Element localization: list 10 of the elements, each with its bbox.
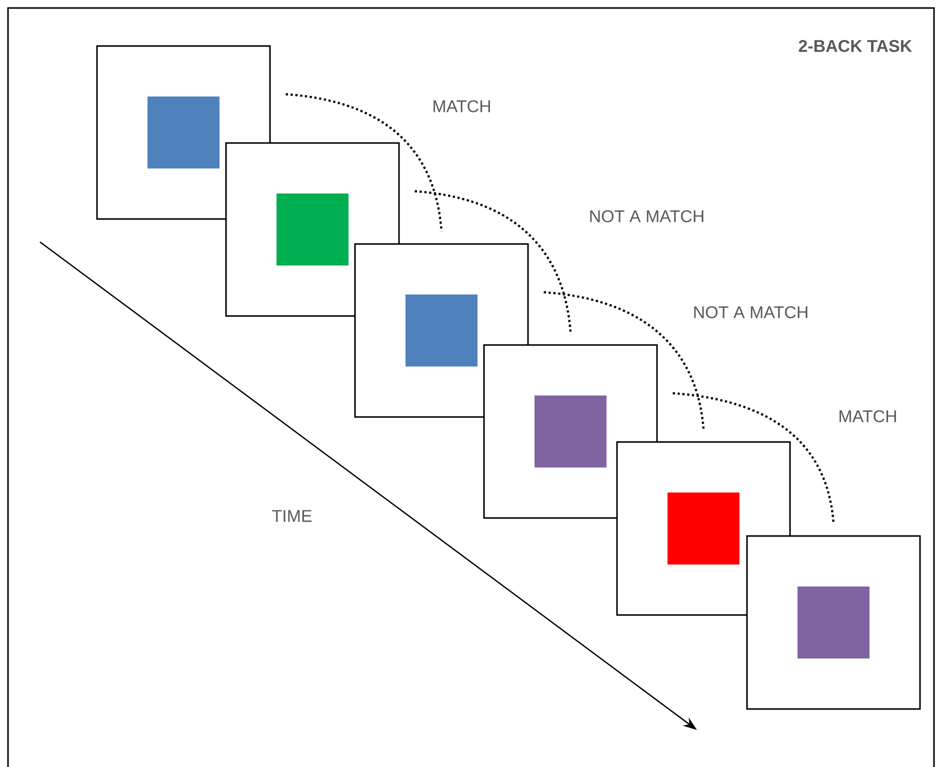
axis-label: TIME bbox=[272, 510, 312, 522]
edge-label: NOT A MATCH bbox=[590, 210, 704, 222]
edge-label: MATCH bbox=[840, 410, 896, 422]
edge-label: NOT A MATCH bbox=[694, 306, 808, 318]
dotted-arc bbox=[286, 93, 443, 232]
dotted-arc bbox=[414, 190, 572, 332]
dotted-arc bbox=[544, 291, 705, 430]
title: 2-BACK TASK bbox=[798, 40, 912, 52]
dotted-arc bbox=[672, 392, 835, 524]
edge-label: MATCH bbox=[434, 100, 490, 112]
